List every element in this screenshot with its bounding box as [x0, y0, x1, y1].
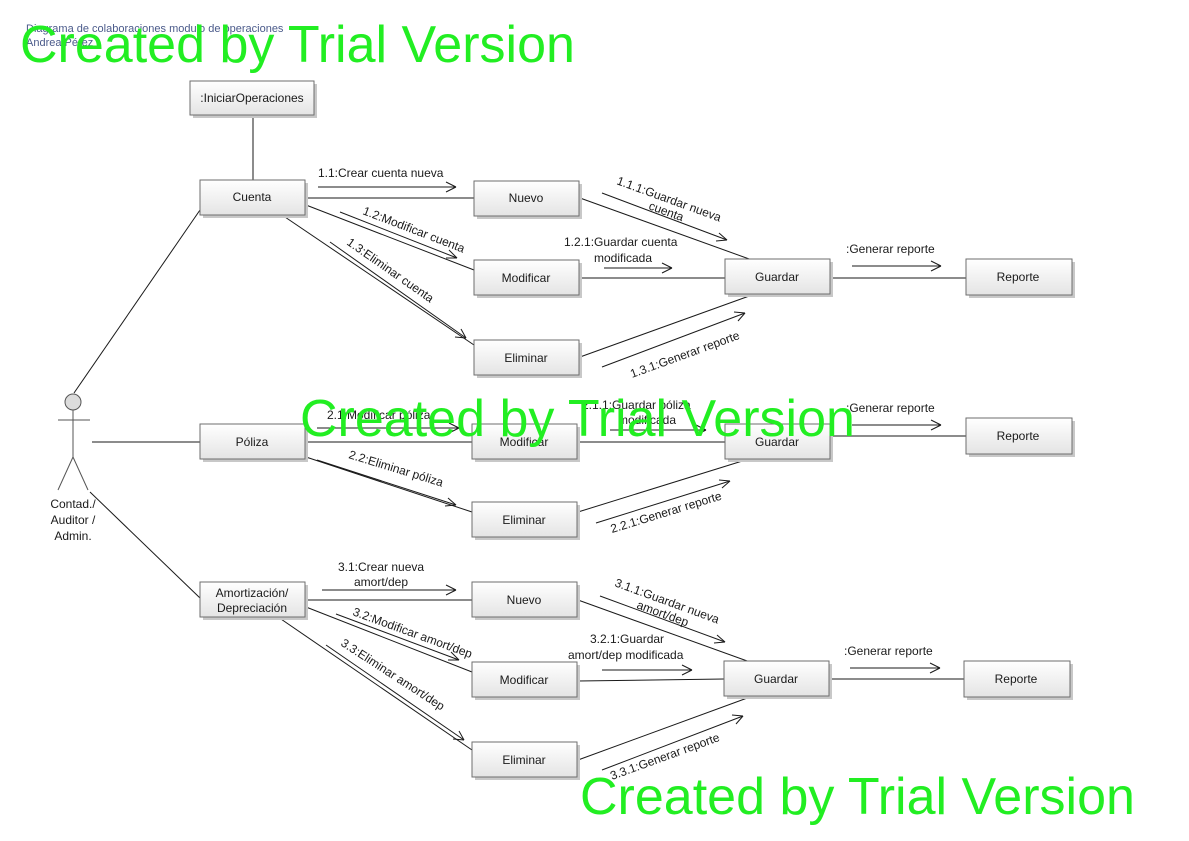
link-eliminar-guardar-poliza: [577, 457, 753, 513]
object-reporte-amort[interactable]: Reporte: [963, 660, 1073, 700]
object-eliminar-cuenta[interactable]: Eliminar: [473, 339, 582, 378]
svg-text::Generar reporte: :Generar reporte: [846, 401, 935, 415]
svg-text:amort/dep: amort/dep: [354, 575, 408, 589]
object-eliminar-amort[interactable]: Eliminar: [471, 741, 580, 780]
message-3-1: 3.1:Crear nueva amort/dep: [322, 560, 457, 596]
svg-text:Cuenta: Cuenta: [233, 190, 272, 204]
svg-text:Eliminar: Eliminar: [504, 351, 547, 365]
svg-text:1.2:Modificar cuenta: 1.2:Modificar cuenta: [361, 204, 467, 256]
link-cuenta-modificar: [305, 204, 475, 271]
object-guardar-amort[interactable]: Guardar: [723, 660, 832, 699]
svg-text:3.1:Crear nueva: 3.1:Crear nueva: [338, 560, 424, 574]
actor-label-line-3: Admin.: [54, 529, 91, 543]
svg-text:Guardar: Guardar: [755, 435, 799, 449]
object-nuevo-cuenta[interactable]: Nuevo: [473, 180, 582, 219]
svg-text:Póliza: Póliza: [236, 435, 269, 449]
diagram-title: Diagrama de colaboraciones modulo de ope…: [26, 23, 284, 35]
object-reporte-poliza[interactable]: Reporte: [965, 417, 1075, 457]
link-eliminar-guardar-amort: [577, 696, 751, 761]
svg-text:Eliminar: Eliminar: [502, 513, 545, 527]
link-cuenta-eliminar: [281, 214, 475, 346]
actor-label-line-2: Auditor /: [51, 513, 96, 527]
svg-text::Generar reporte: :Generar reporte: [844, 644, 933, 658]
svg-text:1.3:Eliminar cuenta: 1.3:Eliminar cuenta: [344, 235, 436, 306]
message-1-3: 1.3:Eliminar cuenta: [329, 235, 467, 339]
svg-text:Nuevo: Nuevo: [507, 593, 542, 607]
svg-text:Modificar: Modificar: [500, 673, 549, 687]
object-poliza[interactable]: Póliza: [199, 423, 308, 462]
message-2-2-1: 2.2.1:Generar reporte: [595, 479, 731, 536]
message-generar-reporte-amort: :Generar reporte: [844, 644, 941, 674]
svg-text:Guardar: Guardar: [755, 270, 799, 284]
object-guardar-poliza[interactable]: Guardar: [724, 423, 833, 462]
message-2-1-1: 2.1.1:Guardar póliza modificada: [582, 398, 707, 436]
svg-text:modificada: modificada: [594, 251, 652, 265]
message-2-2: 2.2:Eliminar póliza: [316, 447, 457, 507]
svg-text:Guardar: Guardar: [754, 672, 798, 686]
object-modificar-poliza[interactable]: Modificar: [471, 423, 580, 462]
svg-text:3.3:Eliminar amort/dep: 3.3:Eliminar amort/dep: [338, 636, 447, 714]
watermark-bottom: Created by Trial Version: [580, 768, 1135, 826]
svg-text:Nuevo: Nuevo: [509, 191, 544, 205]
object-guardar-cuenta[interactable]: Guardar: [724, 258, 833, 297]
object-cuenta[interactable]: Cuenta: [199, 179, 308, 218]
link-eliminar-guardar: [579, 294, 753, 358]
diagram-author: Andrea Pérez: [26, 37, 93, 49]
svg-text:1.2.1:Guardar cuenta: 1.2.1:Guardar cuenta: [564, 235, 678, 249]
svg-text::Generar reporte: :Generar reporte: [846, 242, 935, 256]
diagram-header: Diagrama de colaboraciones modulo de ope…: [26, 23, 284, 49]
object-iniciar-operaciones[interactable]: :IniciarOperaciones: [189, 80, 317, 118]
object-modificar-amort[interactable]: Modificar: [471, 661, 580, 700]
link-amort-modificar: [305, 606, 473, 673]
watermark-middle: Created by Trial Version: [300, 390, 855, 448]
link-nuevo-guardar: [579, 197, 753, 261]
link-nuevo-guardar-amort: [577, 599, 751, 663]
object-reporte-cuenta[interactable]: Reporte: [965, 258, 1075, 298]
messages: 1.1:Crear cuenta nueva 1.2:Modificar cue…: [316, 166, 942, 783]
link-amort-eliminar: [277, 616, 473, 751]
link-actor-cuenta: [73, 209, 201, 394]
message-generar-reporte-poliza: :Generar reporte: [846, 401, 942, 431]
svg-text:2.2.1:Generar reporte: 2.2.1:Generar reporte: [609, 489, 724, 536]
message-1-1: 1.1:Crear cuenta nueva: [318, 166, 457, 193]
svg-text:2.1.1:Guardar póliza: 2.1.1:Guardar póliza: [582, 398, 691, 412]
svg-text:amort/dep modificada: amort/dep modificada: [568, 648, 684, 662]
link-actor-amort: [89, 491, 201, 599]
link-modificar-guardar-amort: [577, 678, 725, 682]
link-poliza-eliminar: [305, 456, 473, 513]
object-modificar-cuenta[interactable]: Modificar: [473, 259, 582, 298]
svg-text:Depreciación: Depreciación: [217, 601, 287, 615]
svg-text:3.2.1:Guardar: 3.2.1:Guardar: [590, 632, 664, 646]
actor-head: [64, 393, 82, 411]
message-1-2-1: 1.2.1:Guardar cuenta modificada: [564, 235, 678, 274]
objects: :IniciarOperaciones Cuenta Nuevo Modific…: [189, 80, 1075, 780]
associations: [73, 116, 966, 761]
actor-contador-auditor-admin[interactable]: Contad./ Auditor / Admin.: [50, 393, 96, 543]
message-1-3-1: 1.3.1:Generar reporte: [601, 311, 746, 381]
svg-text:Modificar: Modificar: [500, 435, 549, 449]
svg-text:1.1:Crear cuenta nueva: 1.1:Crear cuenta nueva: [318, 166, 444, 180]
svg-text:Amortización/: Amortización/: [216, 586, 289, 600]
message-generar-reporte-cuenta: :Generar reporte: [846, 242, 942, 272]
watermarks: Created by Trial Version Created by Tria…: [20, 16, 1135, 826]
svg-text:2.2:Eliminar póliza: 2.2:Eliminar póliza: [347, 447, 445, 489]
message-1-1-1: 1.1.1:Guardar nueva cuenta: [601, 174, 728, 242]
svg-text:modificada: modificada: [618, 413, 676, 427]
svg-text:Modificar: Modificar: [502, 271, 551, 285]
svg-text:Eliminar: Eliminar: [502, 753, 545, 767]
svg-text::IniciarOperaciones: :IniciarOperaciones: [200, 91, 303, 105]
svg-text:Reporte: Reporte: [997, 270, 1040, 284]
svg-text:Reporte: Reporte: [995, 672, 1038, 686]
watermark-top: Created by Trial Version: [20, 16, 575, 74]
object-eliminar-poliza[interactable]: Eliminar: [471, 501, 580, 540]
svg-text:2.1:Modificar póliza: 2.1:Modificar póliza: [327, 408, 431, 422]
object-amortizacion-depreciacion[interactable]: Amortización/ Depreciación: [199, 581, 308, 620]
actor-label-line-1: Contad./: [50, 497, 96, 511]
message-3-2-1: 3.2.1:Guardar amort/dep modificada: [568, 632, 693, 676]
message-2-1: 2.1:Modificar póliza: [317, 408, 460, 434]
svg-text:Reporte: Reporte: [997, 429, 1040, 443]
object-nuevo-amort[interactable]: Nuevo: [471, 581, 580, 620]
